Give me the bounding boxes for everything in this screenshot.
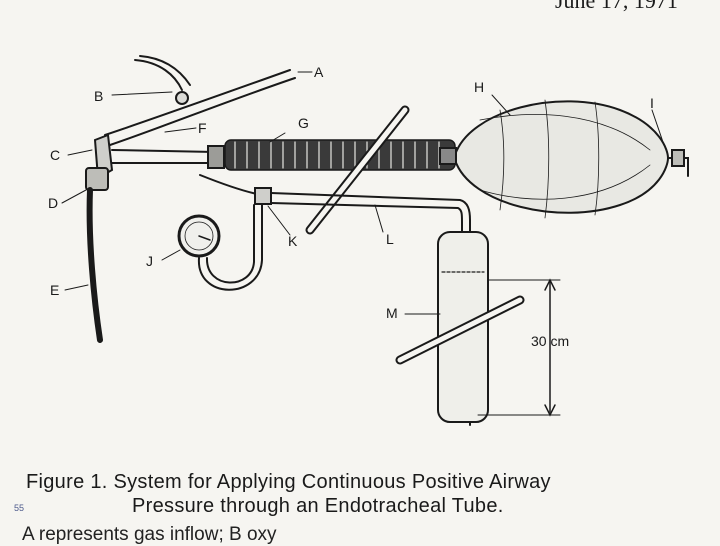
- pressure-line-l: [270, 192, 471, 426]
- label-e: E: [50, 282, 59, 298]
- label-b: B: [94, 88, 103, 104]
- clipped-body-text: A represents gas inflow; B oxy: [22, 524, 277, 545]
- label-c: C: [50, 147, 60, 163]
- label-l: L: [386, 231, 394, 247]
- reservoir-bag-h: [454, 100, 670, 214]
- tube-f: [111, 149, 216, 153]
- t-junction-k: [254, 187, 272, 205]
- label-d: D: [48, 195, 58, 211]
- label-f: F: [198, 120, 207, 136]
- oxygen-line-b-2: [139, 55, 191, 86]
- gas-inflow-tube-a: [104, 69, 291, 136]
- page-header-date: June 17, 1971: [555, 0, 678, 13]
- label-h: H: [474, 79, 484, 95]
- label-k: K: [288, 233, 298, 249]
- gauge-hose: [197, 204, 263, 291]
- label-j: J: [146, 253, 153, 269]
- caption-line-1: Figure 1. System for Applying Continuous…: [26, 471, 551, 493]
- oxygen-valve: [175, 91, 189, 105]
- label-m: M: [386, 305, 398, 321]
- connector-d: [85, 167, 109, 191]
- gas-inflow-tube-a-2: [109, 77, 296, 146]
- pressure-line-k: [199, 174, 263, 196]
- label-height: 30 cm: [531, 333, 569, 349]
- figure-caption: Figure 1. System for Applying Continuous…: [26, 470, 716, 518]
- endotracheal-tube-e: [86, 187, 103, 343]
- oxygen-line-b: [134, 59, 183, 91]
- label-i: I: [650, 95, 654, 111]
- label-a: A: [314, 64, 324, 80]
- page-number: 55: [14, 503, 25, 513]
- caption-line-2: Pressure through an Endotracheal Tube.: [132, 495, 504, 517]
- tube-f-fitting: [207, 145, 225, 169]
- label-g: G: [298, 115, 309, 131]
- bag-neck-fitting: [439, 147, 457, 165]
